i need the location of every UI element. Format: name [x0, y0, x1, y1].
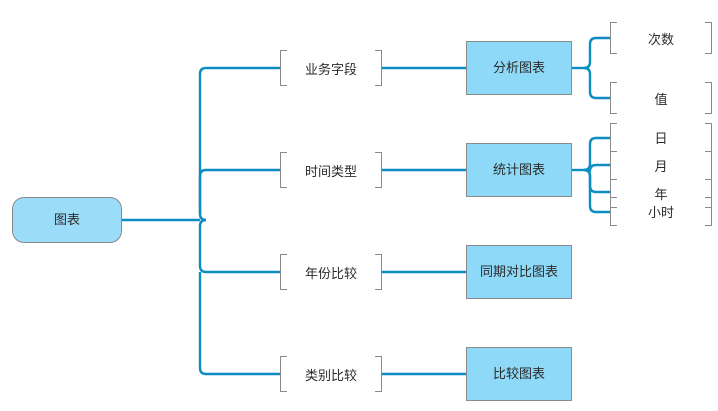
bracket-left-icon: [280, 50, 287, 86]
bracket-right-icon: [375, 356, 382, 392]
level4-item-day[interactable]: 日: [610, 123, 712, 152]
bracket-left-icon: [280, 152, 287, 188]
level4-item-count[interactable]: 次数: [610, 22, 712, 54]
level2-label: 类别比较: [304, 368, 357, 384]
bracket-right-icon: [705, 151, 712, 180]
bracket-left-icon: [280, 356, 287, 392]
level3-node-analysis-chart[interactable]: 分析图表: [466, 41, 572, 95]
bracket-right-icon: [375, 254, 382, 290]
bracket-right-icon: [705, 22, 712, 54]
level4-label: 日: [654, 132, 668, 147]
level3-label: 比较图表: [492, 366, 545, 382]
level4-item-hour[interactable]: 小时: [610, 197, 712, 226]
bracket-right-icon: [705, 197, 712, 226]
bracket-right-icon: [375, 50, 382, 86]
wire-l3-b-item4: [583, 168, 610, 214]
level3-node-period-comparison-chart[interactable]: 同期对比图表: [466, 245, 572, 299]
bracket-left-icon: [610, 151, 617, 180]
wire-l3-a-item2: [583, 66, 610, 100]
level4-label: 年: [654, 188, 668, 203]
root-node-label: 图表: [53, 212, 80, 228]
level2-item-business-field[interactable]: 业务字段: [280, 50, 382, 86]
bracket-left-icon: [610, 197, 617, 226]
level3-label: 分析图表: [492, 60, 545, 76]
bracket-right-icon: [705, 123, 712, 152]
level3-label: 同期对比图表: [479, 264, 558, 280]
wire-l3-b-item3: [583, 168, 610, 194]
wire-trunk-mid-upper: [198, 168, 207, 214]
level4-label: 次数: [647, 32, 674, 48]
level4-label: 小时: [647, 206, 674, 221]
level3-node-statistics-chart[interactable]: 统计图表: [466, 143, 572, 197]
level3-node-comparison-chart[interactable]: 比较图表: [466, 347, 572, 401]
level2-item-year-comparison[interactable]: 年份比较: [280, 254, 382, 290]
root-node-chart[interactable]: 图表: [12, 197, 122, 243]
level4-item-month[interactable]: 月: [610, 151, 712, 180]
bracket-left-icon: [610, 123, 617, 152]
wire-trunk-lower: [198, 272, 207, 376]
bracket-right-icon: [705, 179, 712, 208]
level4-item-value[interactable]: 值: [610, 82, 712, 114]
bracket-left-icon: [610, 82, 617, 114]
level2-item-category-comparison[interactable]: 类别比较: [280, 356, 382, 392]
bracket-right-icon: [705, 82, 712, 114]
level2-label: 业务字段: [304, 62, 357, 78]
bracket-left-icon: [280, 254, 287, 290]
wire-l3-a-item1: [583, 36, 610, 70]
wire-trunk-mid-lower: [198, 218, 207, 274]
bracket-right-icon: [375, 152, 382, 188]
level4-label: 月: [654, 160, 668, 175]
bracket-left-icon: [610, 179, 617, 208]
bracket-left-icon: [610, 22, 617, 54]
level2-label: 年份比较: [304, 266, 357, 282]
level2-item-time-type[interactable]: 时间类型: [280, 152, 382, 188]
level2-label: 时间类型: [304, 164, 357, 180]
level3-label: 统计图表: [492, 162, 545, 178]
level4-item-year[interactable]: 年: [610, 179, 712, 208]
level4-label: 值: [654, 92, 668, 108]
